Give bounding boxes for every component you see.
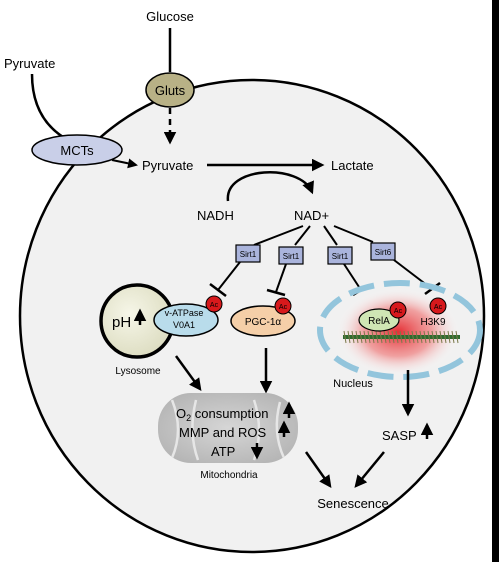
chromatin-hatching: [343, 330, 459, 344]
frame-edge: [492, 0, 499, 562]
chromatin-tick: [411, 330, 415, 344]
branch-sirt1-b: [294, 225, 311, 246]
chromatin-tick: [415, 330, 419, 344]
pgc1a-label: PGC-1α: [245, 317, 282, 328]
chromatin-tick: [443, 330, 447, 344]
sirt6-label: Sirt6: [375, 248, 392, 257]
nuclear-envelope: [317, 280, 483, 380]
ac-label-pgc1a: Ac: [279, 304, 288, 311]
inhibit-pgc-bar: [266, 288, 286, 297]
chromatin-tick: [379, 330, 383, 344]
ac-label-rela: Ac: [394, 308, 403, 315]
lactate-label: Lactate: [331, 158, 374, 173]
chromatin-tick: [439, 330, 443, 344]
chromatin-tick: [359, 330, 363, 344]
chromatin-tick: [419, 330, 423, 344]
chromatin-tick: [355, 330, 359, 344]
chromatin-tick: [367, 330, 371, 344]
lysosome-to-mito-arrow: [174, 355, 202, 392]
ac-label-vatpase: Ac: [210, 302, 219, 309]
chromatin-tick: [427, 330, 431, 344]
chromatin-tick: [347, 330, 351, 344]
chromatin-tick: [371, 330, 375, 344]
chromatin-tick: [383, 330, 387, 344]
inhibit-pgc-line: [275, 263, 287, 293]
chromatin-tick: [403, 330, 407, 344]
chromatin-glow: [336, 288, 460, 376]
chromatin-tick: [387, 330, 391, 344]
mitochondria-label: Mitochondria: [200, 470, 258, 481]
v-atpase: [153, 303, 219, 337]
sirt1-label-b: Sirt1: [283, 252, 300, 261]
ac-badge-h3k9: [429, 297, 447, 315]
chromatin-tick: [343, 330, 347, 344]
nad-plus-label: NAD+: [294, 208, 329, 223]
branch-sirt1-c: [323, 225, 338, 246]
v-atpase-label-2: V0A1: [173, 320, 195, 330]
sasp-label: SASP: [382, 428, 417, 443]
gluts-transporter: [145, 72, 195, 108]
h3k9-label: H3K9: [420, 317, 445, 328]
ac-label-h3k9: Ac: [434, 304, 443, 311]
inhibit-vatpase-line: [217, 261, 241, 291]
atp-label: ATP: [211, 444, 235, 459]
pyruvate-inner-label: Pyruvate: [142, 158, 193, 173]
rela-label: RelA: [368, 316, 390, 327]
nadh-to-nad-arrow: [226, 171, 314, 202]
chromatin-tick: [423, 330, 427, 344]
chromatin-tick: [375, 330, 379, 344]
sirt1-box-c: [327, 246, 353, 265]
mito-cristae: [170, 399, 286, 461]
chromatin-tick: [431, 330, 435, 344]
mito-to-senescence-arrow: [304, 451, 332, 489]
chromatin-tick: [391, 330, 395, 344]
mcts-label: MCTs: [60, 143, 94, 158]
chromatin-tick: [363, 330, 367, 344]
ac-badge-pgc1a: [274, 297, 292, 315]
nadh-label: NADH: [197, 208, 234, 223]
v-atpase-label-1: v-ATPase: [165, 308, 204, 318]
sasp-to-senescence-arrow: [354, 451, 385, 488]
chromatin-tick: [447, 330, 451, 344]
branch-sirt6: [333, 225, 374, 243]
sirt1-box-b: [278, 246, 304, 265]
o2-consumption-label: O2 consumption: [176, 406, 268, 423]
pyruvate-outer-label: Pyruvate: [4, 56, 55, 71]
sirt1-label-c: Sirt1: [332, 252, 349, 261]
sirt6-box: [370, 242, 396, 261]
chromatin-tick: [407, 330, 411, 344]
senescence-label: Senescence: [317, 496, 389, 511]
lysosome-label: Lysosome: [115, 366, 161, 377]
mmp-ros-label: MMP and ROS: [179, 425, 267, 440]
inhibit-vatpase-bar: [209, 283, 227, 297]
ac-badge-vatpase: [205, 295, 223, 313]
pyruvate-import-curve: [30, 73, 69, 142]
inhibit-rela-line: [343, 263, 362, 291]
ph-label: pH: [112, 314, 131, 331]
mcts-to-pyruvate-arrow: [111, 158, 138, 169]
nucleus-label: Nucleus: [333, 378, 373, 390]
chromatin-tick: [351, 330, 355, 344]
ac-badge-rela: [389, 301, 407, 319]
sirt1-label-a: Sirt1: [240, 250, 257, 259]
mcts-transporter: [31, 134, 123, 166]
rela-protein: [358, 308, 400, 332]
sirt1-box-a: [235, 244, 261, 263]
chromatin-tick: [399, 330, 403, 344]
glucose-label: Glucose: [146, 9, 194, 24]
chromatin-tick: [451, 330, 455, 344]
chromatin-tick: [455, 330, 459, 344]
gluts-label: Gluts: [155, 83, 186, 98]
chromatin-tick: [435, 330, 439, 344]
branch-sirt1-a: [253, 225, 304, 246]
chromatin-tick: [395, 330, 399, 344]
